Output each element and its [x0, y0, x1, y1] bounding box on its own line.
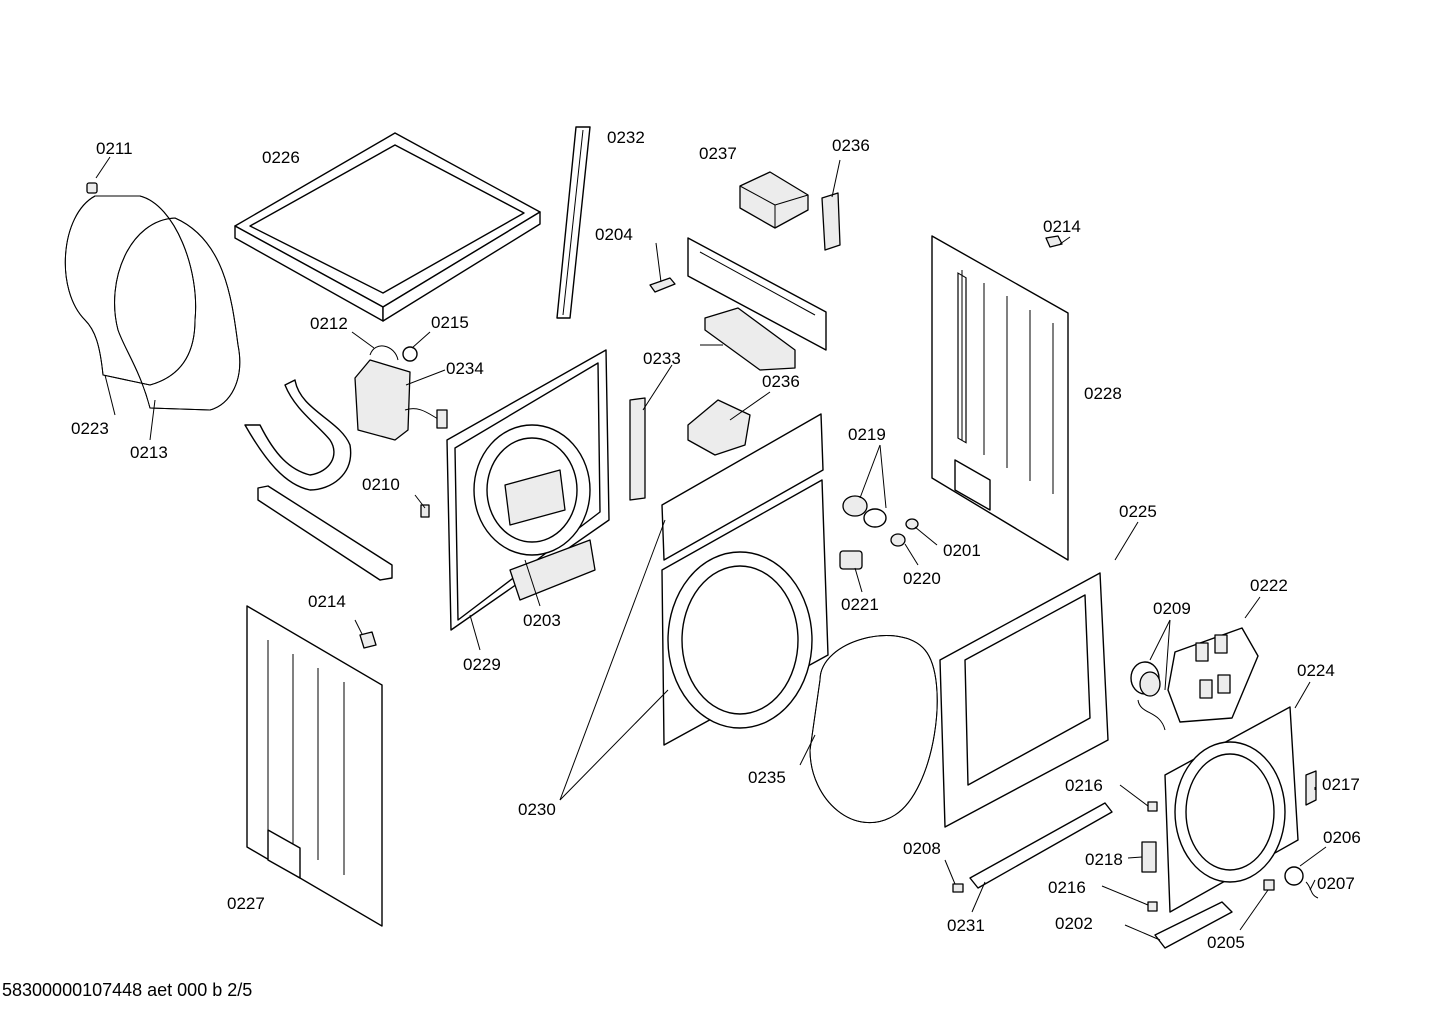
part-0230-front-frame [661, 413, 829, 746]
document-id-footer: 58300000107448 aet 000 b 2/5 [2, 980, 253, 1000]
part-0229-back-panel [446, 349, 610, 631]
label-0217: 0217 [1322, 775, 1360, 794]
part-0209-knob [1130, 661, 1166, 731]
label-0221: 0221 [841, 595, 879, 614]
label-0207: 0207 [1317, 874, 1355, 893]
part-0224-door-frame [1164, 706, 1299, 913]
label-0214-top: 0214 [1043, 217, 1081, 236]
label-0235: 0235 [748, 768, 786, 787]
label-0202: 0202 [1055, 914, 1093, 933]
part-labels: 0211 0226 0232 0237 0236 0204 0214 0212 … [71, 128, 1361, 952]
label-0209: 0209 [1153, 599, 1191, 618]
part-0216-pad [1147, 801, 1158, 912]
label-0231: 0231 [947, 916, 985, 935]
part-0211-screw [86, 182, 98, 194]
label-0229: 0229 [463, 655, 501, 674]
part-0228-right-panel [931, 235, 1069, 561]
part-duct [244, 379, 352, 491]
part-0235-door-seal [809, 635, 938, 824]
label-0237: 0237 [699, 144, 737, 163]
part-control-frame [687, 237, 827, 351]
label-0230: 0230 [518, 800, 556, 819]
label-0206: 0206 [1323, 828, 1361, 847]
label-0204: 0204 [595, 225, 633, 244]
label-0213: 0213 [130, 443, 168, 462]
part-0237-module [739, 171, 809, 229]
label-0236-top: 0236 [832, 136, 870, 155]
part-0232-rail [556, 126, 591, 319]
label-0222: 0222 [1250, 576, 1288, 595]
part-0231-strip [969, 802, 1113, 889]
label-0226: 0226 [262, 148, 300, 167]
part-0213-seal [114, 217, 241, 411]
part-0219-lamp [842, 495, 887, 528]
part-0204-clip [649, 277, 676, 293]
label-0232: 0232 [607, 128, 645, 147]
part-0220-bulb [890, 518, 919, 547]
part-0236-lower [687, 399, 751, 456]
label-0211: 0211 [96, 139, 133, 158]
part-0226-top-cover [234, 132, 541, 322]
label-0205: 0205 [1207, 933, 1245, 952]
label-0218: 0218 [1085, 850, 1123, 869]
label-0208: 0208 [903, 839, 941, 858]
part-0225-front-panel [939, 572, 1109, 828]
part-0222-hinge-set [1167, 627, 1259, 723]
label-0212: 0212 [310, 314, 348, 333]
label-0233: 0233 [643, 349, 681, 368]
part-0214-clip [1045, 235, 1063, 248]
part-0206-nut [1284, 866, 1319, 899]
part-0227-left-panel [246, 605, 383, 927]
label-0220: 0220 [903, 569, 941, 588]
part-0233-bracket [629, 307, 796, 501]
part-0236-bracket [821, 192, 841, 251]
label-0219: 0219 [848, 425, 886, 444]
label-0215: 0215 [431, 313, 469, 332]
part-rail [257, 485, 430, 581]
label-0223: 0223 [71, 419, 109, 438]
part-0217-latch [1305, 770, 1317, 806]
part-0234-heater-assembly [354, 345, 448, 441]
label-0214-left: 0214 [308, 592, 346, 611]
leader-lines [95, 156, 1327, 941]
label-0201: 0201 [943, 541, 981, 560]
part-0218-lock [1141, 841, 1157, 873]
part-0214-clip-left [359, 631, 377, 649]
part-0223-seal [64, 195, 197, 386]
label-0227: 0227 [227, 894, 265, 913]
part-0208-clip [952, 883, 964, 893]
label-0216-upper: 0216 [1065, 776, 1103, 795]
label-0225: 0225 [1119, 502, 1157, 521]
part-0202-handle [1154, 901, 1233, 949]
label-0234: 0234 [446, 359, 484, 378]
label-0210: 0210 [362, 475, 400, 494]
label-0203: 0203 [523, 611, 561, 630]
part-0205-screw [1263, 879, 1275, 891]
label-0224: 0224 [1297, 661, 1335, 680]
label-0236-lower: 0236 [762, 372, 800, 391]
label-0228: 0228 [1084, 384, 1122, 403]
part-0221-switch [839, 550, 863, 570]
label-0216-lower: 0216 [1048, 878, 1086, 897]
